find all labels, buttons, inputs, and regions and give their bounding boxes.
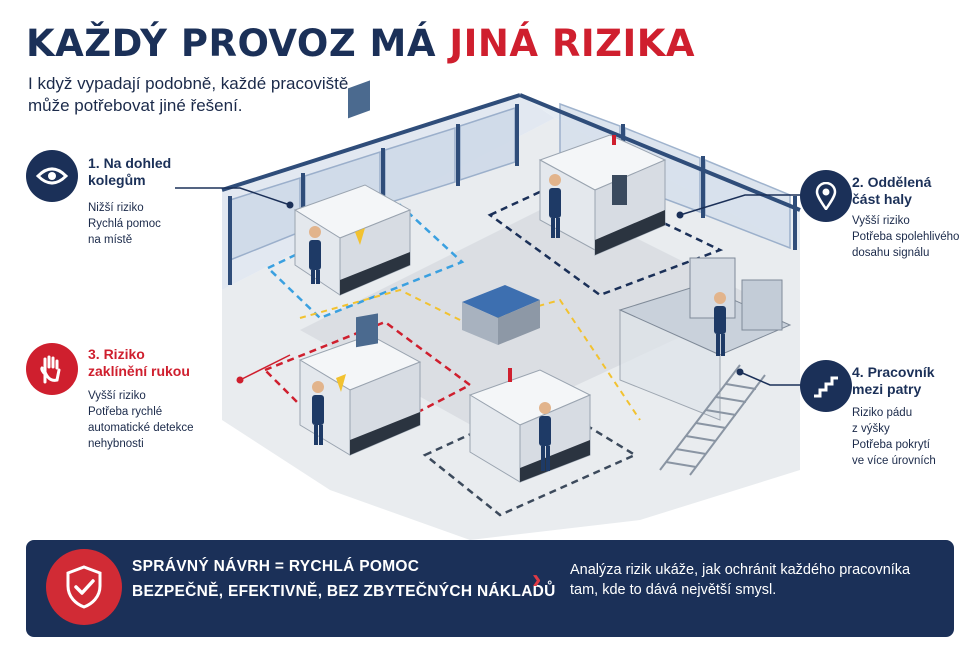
banner-text: Analýza rizik ukáže, jak ochránit každéh… <box>570 562 911 598</box>
worker-4 <box>539 402 551 471</box>
zone-2-outline <box>487 176 724 297</box>
connector-2 <box>679 194 810 216</box>
staircase <box>659 364 766 476</box>
connector-1 <box>175 187 291 206</box>
callout-3-head: 3. Riziko zaklínění rukou <box>88 346 190 379</box>
callout-4-head: 4. Pracovník mezi patry <box>852 364 935 397</box>
worker-3 <box>312 381 324 445</box>
mezzanine <box>618 257 792 421</box>
cnc-machine-4 <box>468 368 592 483</box>
banner-subtitle: BEZPEČNĚ, EFEKTIVNĚ, BEZ ZBYTEČNÝCH NÁKL… <box>132 583 556 600</box>
banner-title: SPRÁVNÝ NÁVRH = RYCHLÁ POMOC <box>132 558 420 575</box>
summary-banner: SPRÁVNÝ NÁVRH = RYCHLÁ POMOC BEZPEČNĚ, E… <box>26 540 954 637</box>
callout-2-head: 2. Oddělená část haly <box>852 174 932 207</box>
worker-5 <box>714 292 726 356</box>
callout-1-head: 1. Na dohled kolegům <box>88 155 172 188</box>
connector-3 <box>239 354 291 381</box>
page-subtitle: I když vypadají podobně, každé pracovišt… <box>28 74 349 115</box>
eye-icon <box>26 150 78 202</box>
chevron-right-icon: › <box>532 563 542 594</box>
factory-illustration <box>175 80 810 540</box>
stairs-icon <box>800 360 852 412</box>
yellow-path <box>299 288 641 421</box>
worker-1 <box>309 226 321 284</box>
workbench <box>462 285 540 345</box>
page-title: KAŽDÝ PROVOZ MÁ JINÁ RIZIKA <box>26 22 696 65</box>
hand-icon <box>26 343 78 395</box>
worker-2 <box>549 174 561 238</box>
cnc-machine-3 <box>298 313 422 456</box>
page-title-accent: JINÁ RIZIKA <box>449 22 696 65</box>
connector-4 <box>739 371 805 386</box>
location-pin-icon <box>800 170 852 222</box>
shield-check-icon <box>46 549 122 625</box>
